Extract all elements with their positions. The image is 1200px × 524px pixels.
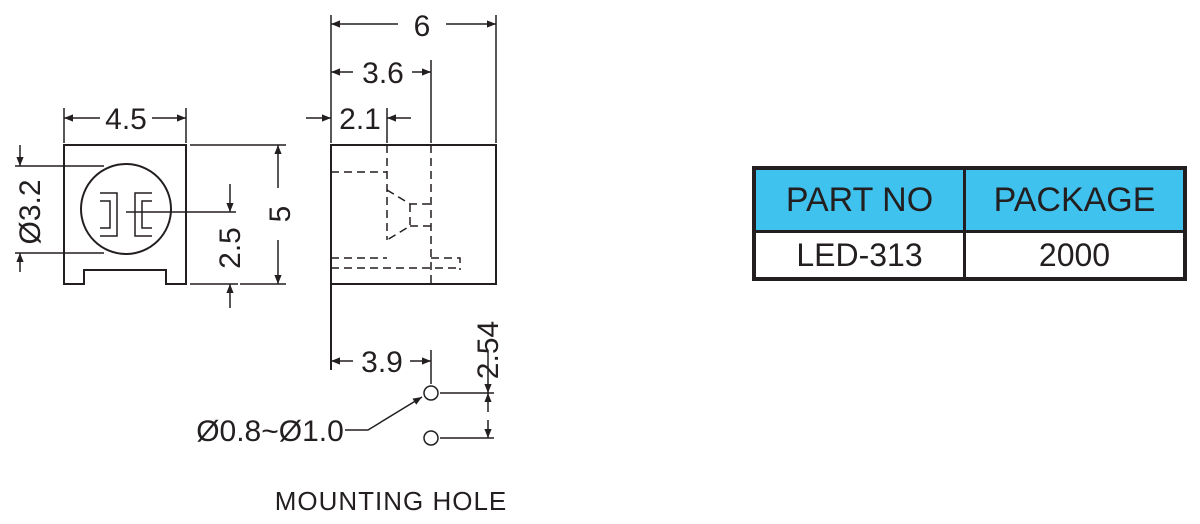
dim-total-length: 6 [414, 10, 431, 43]
table-header-row: PART NO PACKAGE [752, 166, 1187, 233]
lens-right-shape [134, 192, 152, 237]
header-part-no: PART NO [752, 166, 966, 233]
dim-front-width: 4.5 [105, 103, 147, 136]
mounting-hole-1 [423, 385, 439, 401]
hidden-lines-lens [386, 189, 431, 241]
hole-leader-line [345, 396, 423, 431]
mounting-holes: 2.54 Ø0.8~Ø1.0 MOUNTING HOLE [196, 321, 508, 516]
mounting-hole-label: MOUNTING HOLE [275, 486, 508, 516]
dim-depth-b: 2.1 [339, 103, 381, 136]
lens-left-shape [100, 192, 118, 237]
hidden-lines-vertical [386, 145, 432, 284]
dim-depth-a: 3.6 [362, 57, 404, 90]
dim-lead-offset: 3.9 [361, 346, 403, 379]
table-row: LED-313 2000 [752, 230, 1187, 281]
cell-part-no: LED-313 [752, 230, 966, 281]
lens-circle [80, 163, 172, 255]
dim-height: 5 [264, 206, 297, 223]
dim-lead-pitch: 2.54 [472, 321, 505, 379]
header-package: PACKAGE [963, 166, 1187, 233]
side-view: 6 3.6 2.1 3.9 [306, 10, 497, 384]
side-body-outline [330, 144, 497, 285]
front-body-outline [63, 144, 187, 285]
spec-table: PART NO PACKAGE LED-313 2000 [752, 166, 1187, 281]
hidden-lines-bottom [331, 257, 461, 270]
mounting-hole-2 [423, 430, 439, 446]
dim-lens-height: 2.5 [214, 227, 247, 269]
dim-lens-diameter: Ø3.2 [14, 179, 47, 244]
cell-package: 2000 [963, 230, 1187, 281]
front-view: 4.5 Ø3.2 2.5 5 [14, 103, 297, 308]
dim-hole-diameter: Ø0.8~Ø1.0 [196, 415, 344, 448]
